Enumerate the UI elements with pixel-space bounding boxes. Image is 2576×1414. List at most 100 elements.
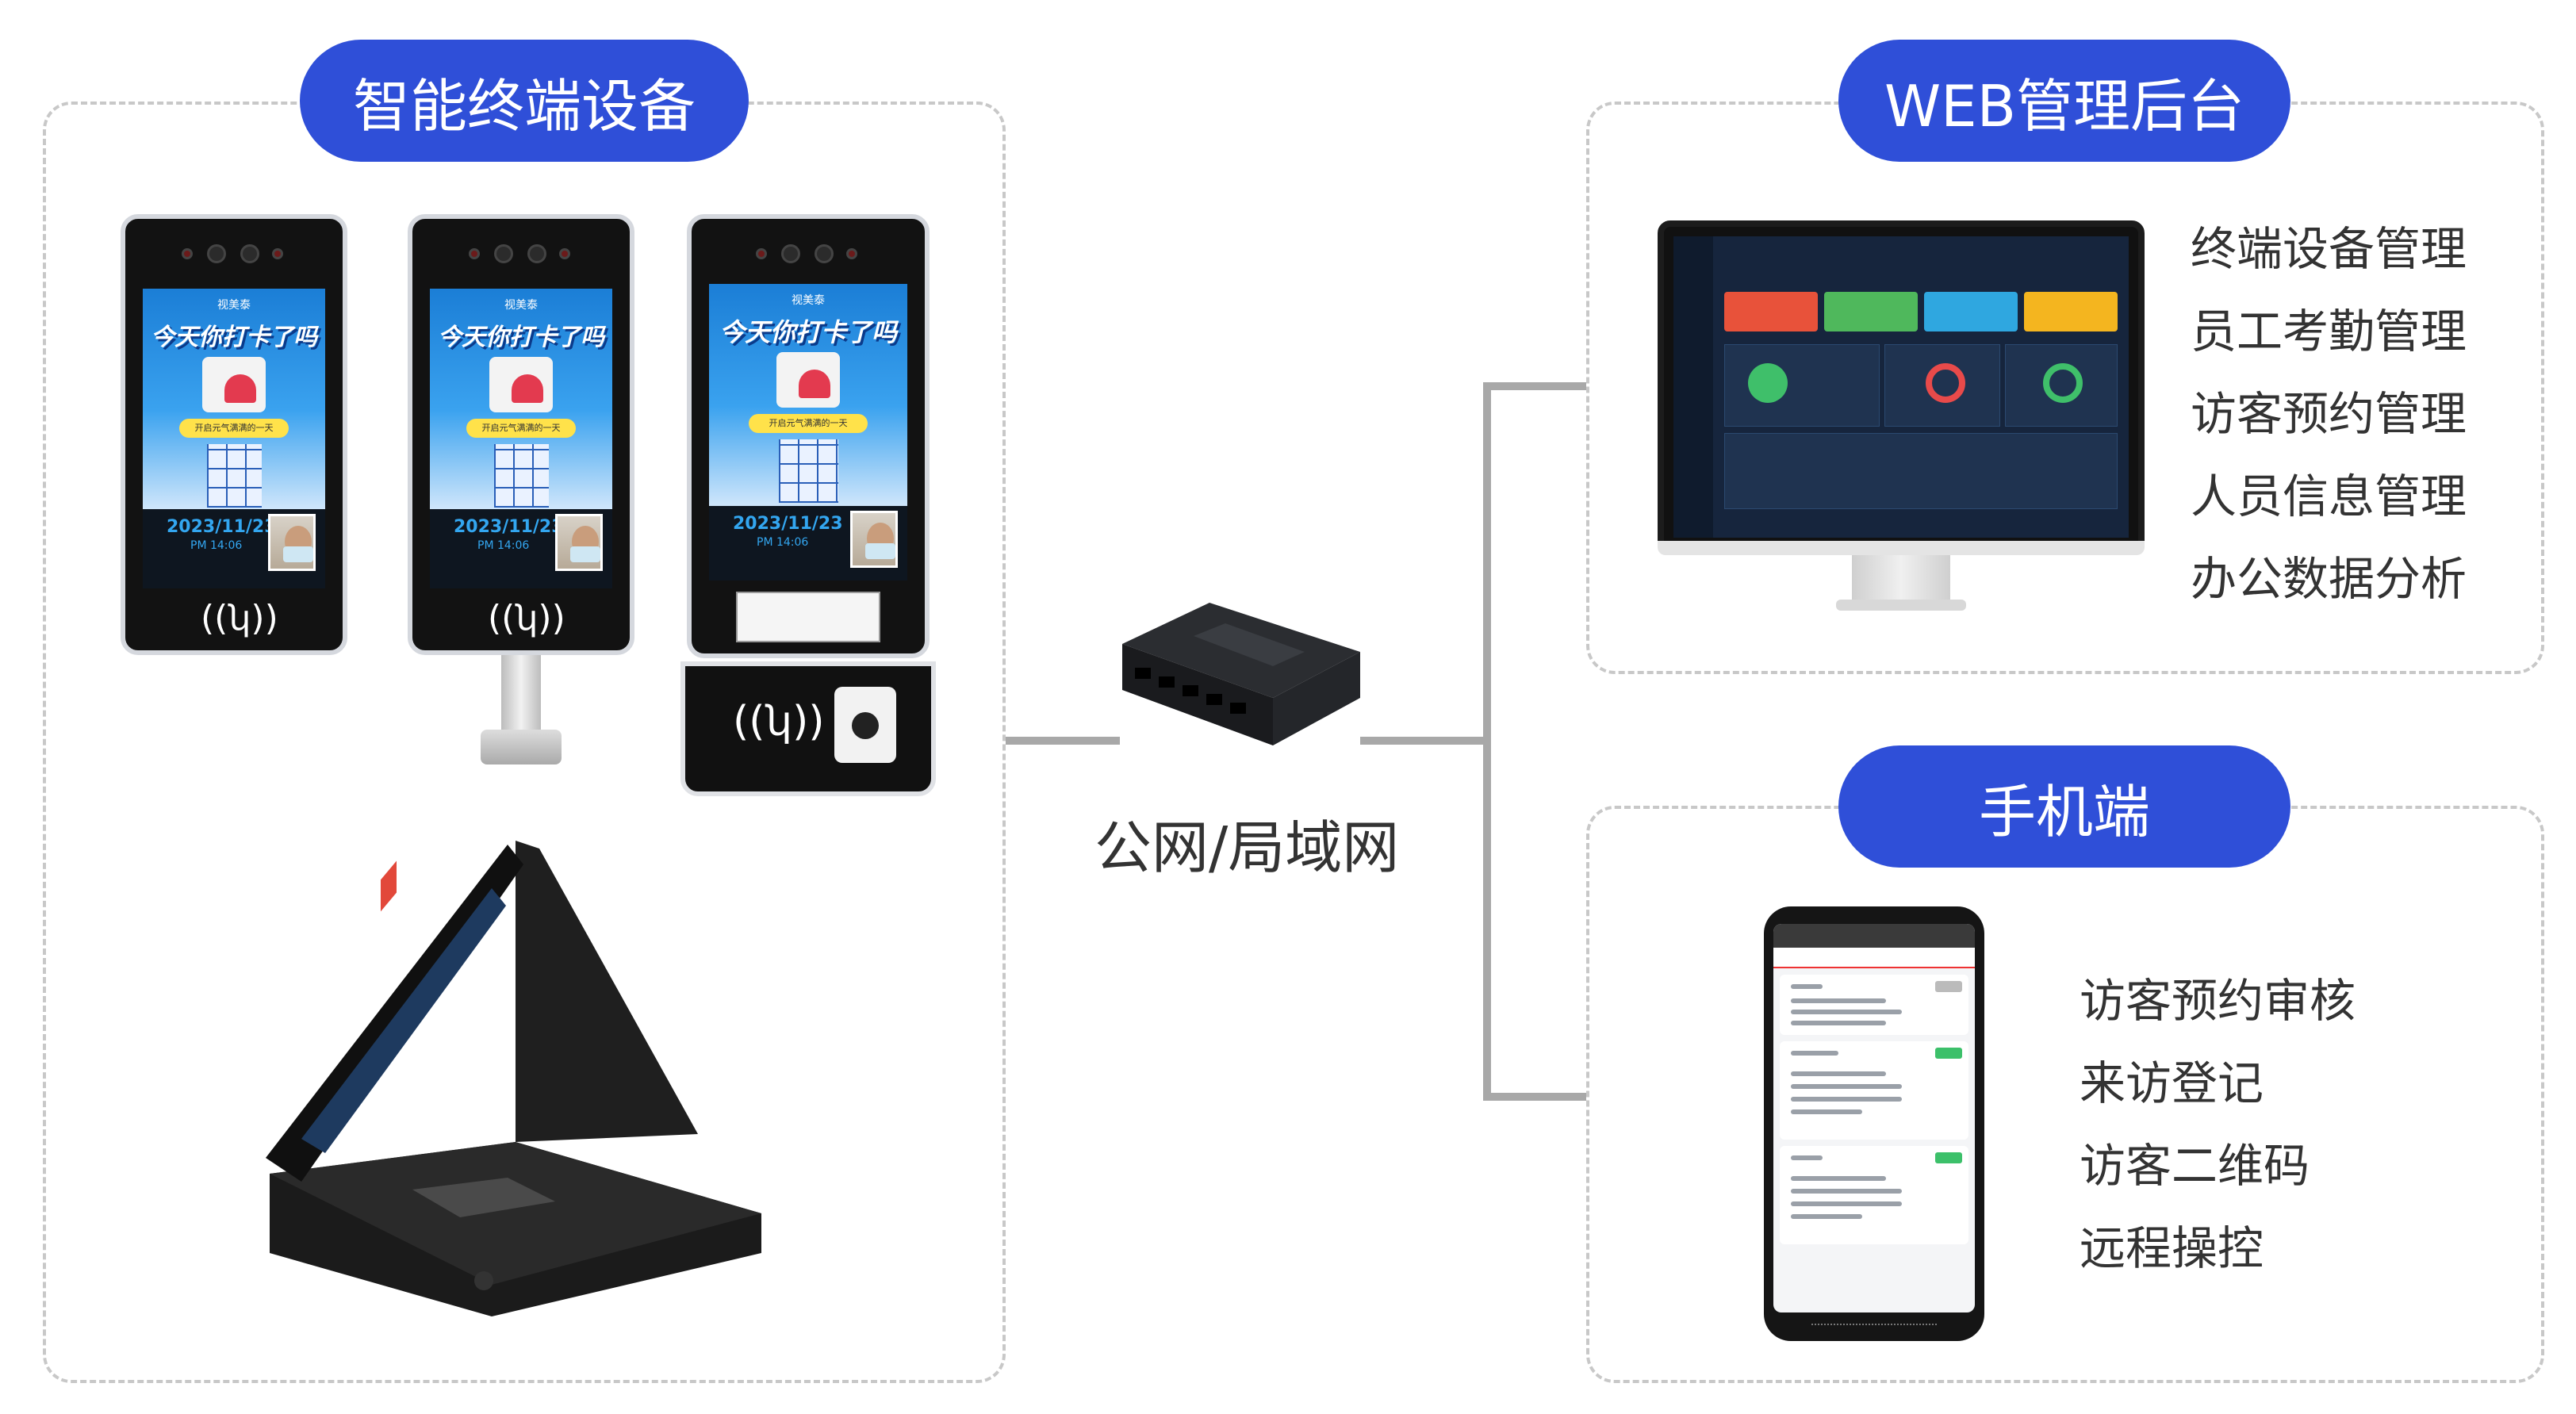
terminal-time: PM 14:06 [190,539,243,552]
terminal-caption: 开启元气满满的一天 [749,414,868,433]
kpi-card-yellow [2024,292,2118,331]
camera-icon [753,238,864,270]
face-terminal-desktop: 视美泰 今天你打卡了吗 开启元气满满的一天 2023/11/23 PM 14:0… [680,214,936,801]
connector-web [1483,382,1586,390]
folding-terminal-panel [412,1178,555,1217]
folding-terminal-top [270,1142,761,1285]
nfc-icon: ((ʮ)) [733,698,825,745]
terminal-screen: 视美泰 今天你打卡了吗 开启元气满满的一天 [430,289,612,509]
terminal-shell: 视美泰 今天你打卡了吗 开启元气满满的一天 2023/11/23 PM 14:0… [408,214,634,655]
chart-ring-red [1926,363,1965,403]
monitor-base [1836,600,1966,611]
mobile-feature-item: 远程操控 [2080,1221,2264,1275]
mobile-feature-list: 访客预约审核 来访登记 访客二维码 远程操控 [2080,960,2356,1289]
qr-scanner-icon [834,687,896,763]
face-terminal-pole: 视美泰 今天你打卡了吗 开启元气满满的一天 2023/11/23 PM 14:0… [408,214,634,769]
phone-nav-bar [1811,1324,1937,1332]
terminal-slogan: 今天你打卡了吗 [719,317,897,347]
connector-right [1360,737,1490,745]
camera-icon [474,1271,493,1290]
camera-icon [178,238,289,270]
chart-circle-green [1748,363,1788,403]
folding-terminal-tile-red [381,860,397,912]
status-badge [1935,981,1962,992]
connector-left [1006,737,1120,745]
mobile-feature-item: 访客预约审核 [2080,974,2356,1028]
terminal-info-bar: 2023/11/23 PM 14:06 [709,506,907,581]
terminal-logo: 视美泰 [792,294,825,307]
terminal-screen: 视美泰 今天你打卡了吗 开启元气满满的一天 [143,289,325,509]
heart-hands-illustration [489,357,553,412]
web-panel-title: WEB管理后台 [1838,40,2290,162]
terminal-time: PM 14:06 [477,539,530,552]
visit-record-card [1780,1041,1968,1140]
folding-terminal [266,841,761,1316]
chart-ring-green [2043,363,2083,403]
nfc-icon: ((ʮ)) [488,598,565,638]
face-thumbnail [268,514,316,571]
folding-terminal-display [301,888,506,1153]
monitor-chin [1658,541,2145,555]
phone-header [1773,924,1975,948]
terminal-caption: 开启元气满满的一天 [179,419,289,438]
terminal-date: 2023/11/23 [454,517,564,537]
camera-icon [466,238,577,270]
mount-pole [501,655,541,742]
dashboard-screen [1673,236,2129,538]
web-feature-item: 访客预约管理 [2191,387,2467,441]
kpi-card-blue [1924,292,2018,331]
face-thumbnail [850,511,898,568]
mount-base [481,730,562,764]
mobile-feature-item: 访客二维码 [2080,1139,2310,1193]
status-badge [1935,1048,1962,1059]
web-feature-item: 办公数据分析 [2191,552,2467,606]
mobile-panel [1586,806,2544,1383]
terminal-info-bar: 2023/11/23 PM 14:06 [430,509,612,588]
kpi-card-green [1824,292,1918,331]
phone-icon [1764,906,1984,1341]
terminal-logo: 视美泰 [504,299,538,312]
terminal-slogan: 今天你打卡了吗 [151,324,317,351]
kpi-card-red [1724,292,1818,331]
phone-screen [1773,924,1975,1312]
connector-trunk [1483,382,1491,1101]
heart-hands-illustration [202,357,266,412]
dashboard-record-panel [1724,433,2118,509]
web-feature-item: 员工考勤管理 [2191,305,2467,358]
devices-panel-title: 智能终端设备 [300,40,749,162]
terminal-shell: 视美泰 今天你打卡了吗 开启元气满满的一天 2023/11/23 PM 14:0… [121,214,347,655]
terminal-slogan: 今天你打卡了吗 [438,324,604,351]
monitor-neck [1852,555,1950,604]
phone-tabs [1773,948,1975,968]
web-feature-list: 终端设备管理 员工考勤管理 访客预约管理 人员信息管理 办公数据分析 [2191,208,2467,620]
face-thumbnail [555,514,603,571]
terminal-shell: 视美泰 今天你打卡了吗 开启元气满满的一天 2023/11/23 PM 14:0… [687,214,930,658]
terminal-date: 2023/11/23 [167,517,277,537]
mobile-feature-item: 来访登记 [2080,1056,2264,1110]
calendar-illustration [778,439,838,503]
visit-record-card [1780,1146,1968,1244]
folding-terminal-screen [266,845,523,1182]
terminal-info-bar: 2023/11/23 PM 14:06 [143,509,325,588]
web-feature-item: 人员信息管理 [2191,469,2467,523]
calendar-illustration [206,444,262,508]
network-label: 公网/局域网 [1094,814,1400,881]
folding-terminal-back [516,841,698,1142]
terminal-logo: 视美泰 [217,299,251,312]
status-badge [1935,1152,1962,1163]
monitor-icon [1658,220,2145,554]
terminal-caption: 开启元气满满的一天 [466,419,576,438]
calendar-illustration [493,444,549,508]
visit-record-card [1780,975,1968,1035]
nfc-icon: ((ʮ)) [201,598,278,638]
terminal-screen: 视美泰 今天你打卡了吗 开启元气满满的一天 [709,284,907,506]
router-icon [1122,603,1360,745]
web-feature-item: 终端设备管理 [2191,222,2467,276]
terminal-date: 2023/11/23 [733,514,843,534]
terminal-time: PM 14:06 [757,536,809,549]
heart-hands-illustration [776,352,840,408]
face-terminal-wall: 视美泰 今天你打卡了吗 开启元气满满的一天 2023/11/23 PM 14:0… [121,214,347,655]
dashboard-sidebar [1673,236,1713,538]
connector-mobile [1483,1093,1586,1101]
warning-label [736,592,880,642]
